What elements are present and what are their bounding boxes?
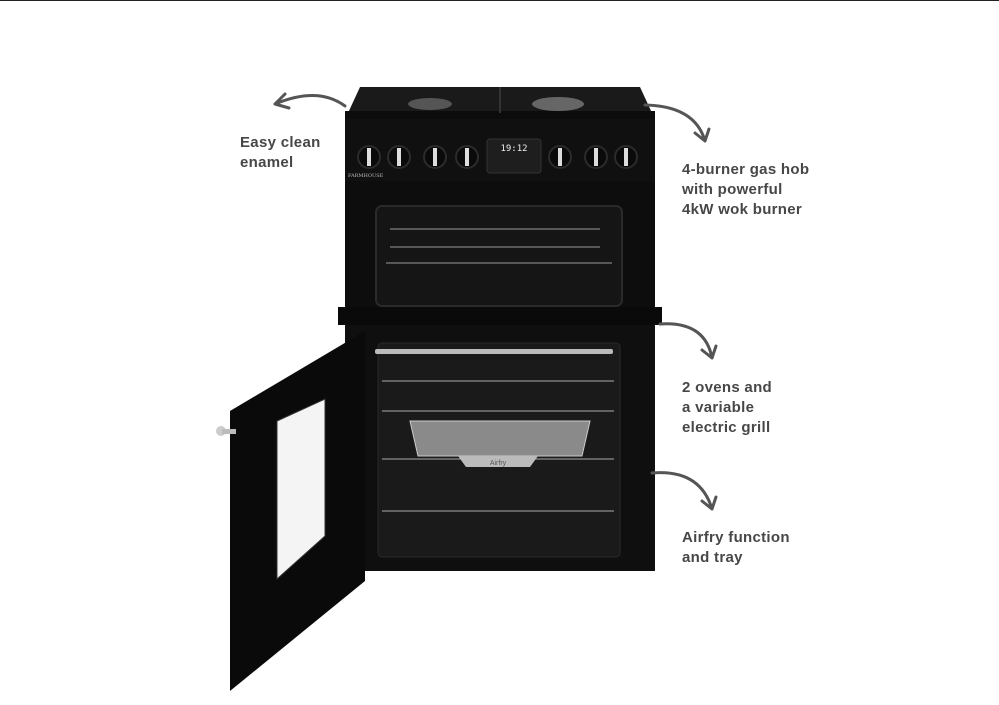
burner bbox=[408, 98, 452, 110]
arrow-airfry bbox=[650, 471, 718, 511]
callout-ovens-grill: 2 ovens and a variable electric grill bbox=[682, 379, 772, 436]
callout-gas-hob: 4-burner gas hob with powerful 4kW wok b… bbox=[682, 161, 810, 218]
arrow-enamel bbox=[273, 92, 347, 110]
arrow-ovens bbox=[658, 322, 718, 360]
open-oven-door bbox=[216, 331, 365, 691]
airfry-tray bbox=[409, 420, 591, 457]
control-panel: 19:12 FARMHOUSE bbox=[345, 119, 655, 181]
brand-name: FARMHOUSE bbox=[348, 173, 384, 179]
main-oven: Airfry bbox=[345, 325, 655, 571]
callout-easy-clean-enamel: Easy clean enamel bbox=[240, 134, 321, 171]
callout-arrows bbox=[273, 92, 718, 511]
door-handle bbox=[375, 349, 613, 354]
callout-airfry: Airfry function and tray bbox=[682, 529, 790, 566]
grill-door-bar bbox=[338, 307, 662, 325]
clock-time: 19:12 bbox=[500, 144, 527, 154]
tray-mark: Airfry bbox=[490, 460, 507, 467]
top-oven bbox=[375, 205, 623, 307]
wok-burner bbox=[532, 97, 584, 111]
arrow-hob bbox=[643, 103, 711, 143]
gas-hob bbox=[345, 87, 655, 119]
clock-display bbox=[486, 138, 542, 174]
